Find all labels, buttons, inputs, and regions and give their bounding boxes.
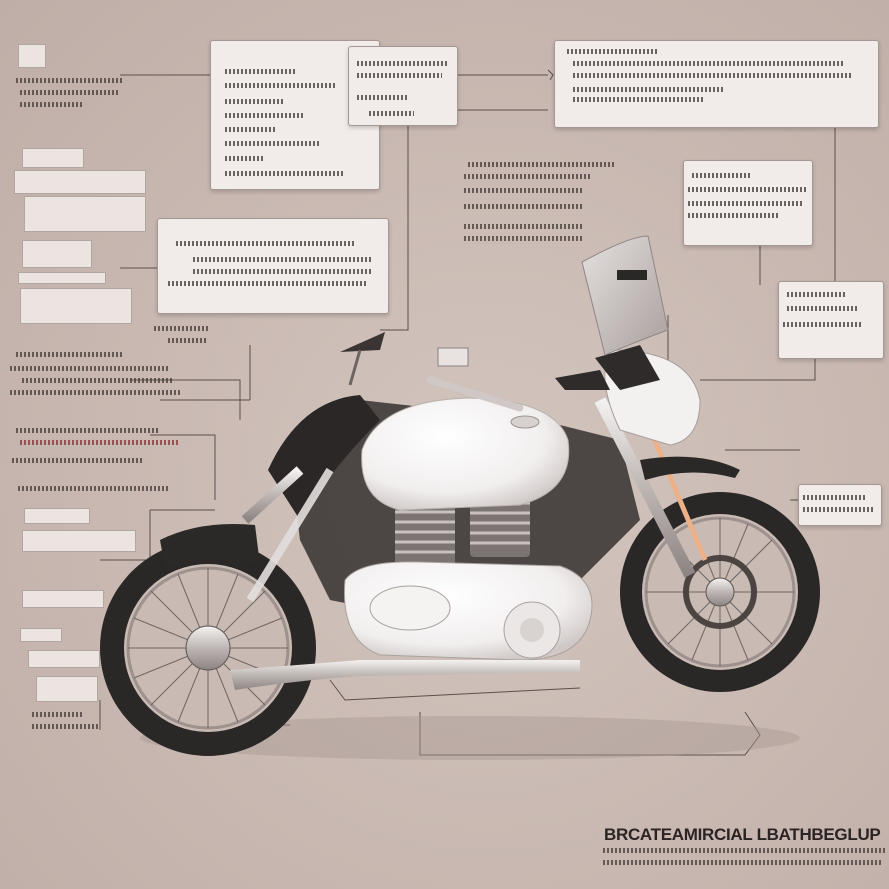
callout-right [683, 160, 813, 246]
text-block-left-bottom [30, 710, 110, 734]
tag-left-3 [14, 170, 146, 194]
callout-top-middle [348, 46, 458, 126]
callout-far-right [778, 281, 884, 359]
front-wheel [620, 492, 820, 692]
title-caption [603, 846, 885, 866]
tag-left-12 [28, 650, 100, 668]
tag-left-2 [22, 148, 84, 168]
tag-left-4 [24, 196, 146, 232]
tag-left-1 [18, 44, 46, 68]
text-block-center [460, 158, 620, 248]
engine [343, 495, 593, 661]
callout-lower-right [798, 484, 882, 526]
text-block-left-top [14, 76, 124, 116]
windscreen [581, 235, 669, 356]
text-block-left-lower [10, 424, 190, 494]
tag-left-6 [18, 272, 106, 284]
tag-left-10 [22, 590, 104, 608]
tag-left-11 [20, 628, 62, 642]
tag-left-5 [22, 240, 92, 268]
diagram-title: BRCATEAMIRCIAL LBATHBEGLUP [604, 825, 881, 844]
callout-top-right [554, 40, 879, 128]
tag-left-8 [24, 508, 90, 524]
tag-left-13 [36, 676, 98, 702]
callout-middle-left [157, 218, 389, 314]
tag-left-9 [22, 530, 136, 552]
fuel-tank [361, 397, 570, 511]
text-block-left-mid [8, 322, 208, 402]
rear-wheel [100, 540, 316, 756]
tag-left-7 [20, 288, 132, 324]
